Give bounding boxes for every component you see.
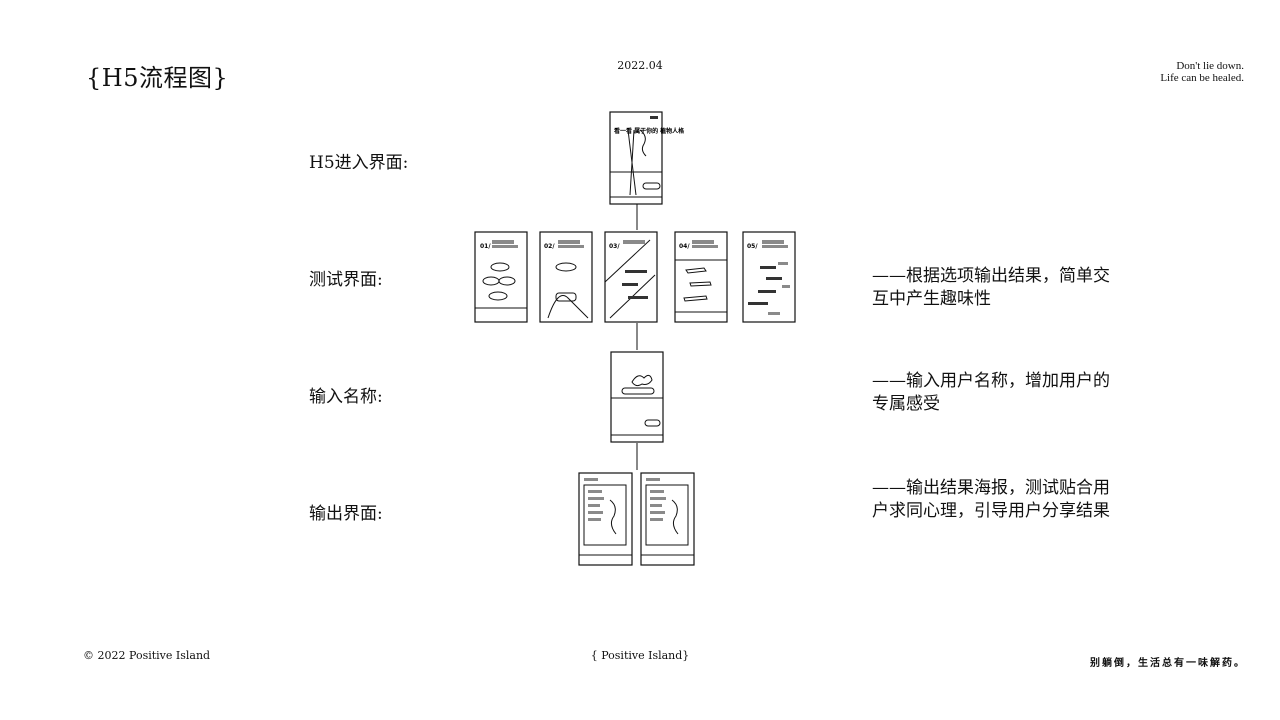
screen-output-1: [578, 472, 633, 566]
stage-label-test: 测试界面:: [309, 270, 383, 290]
screen-entry: 看一看 属于你的 植物人格: [609, 111, 685, 205]
screen-name-input: [610, 351, 664, 443]
motto: Don't lie down. Life can be healed.: [1160, 60, 1244, 84]
footer-copyright: © 2022 Positive Island: [83, 649, 211, 662]
stage-note-name-input: ——输入用户名称，增加用户的专属感受: [872, 371, 1110, 414]
motto-line-1: Don't lie down.: [1176, 60, 1244, 72]
screen-test-4: 04/: [674, 231, 728, 323]
screen-test-1: 01/: [474, 231, 528, 323]
svg-text:05/: 05/: [747, 243, 758, 250]
entry-screen-title: 看一看 属于你的 植物人格: [614, 127, 685, 135]
svg-text:02/: 02/: [544, 243, 555, 250]
screen-test-3: 03/: [604, 231, 658, 323]
date-label: 2022.04: [617, 59, 663, 72]
svg-text:01/: 01/: [480, 243, 491, 250]
stage-label-name-input: 输入名称:: [309, 387, 383, 407]
svg-text:04/: 04/: [679, 243, 690, 250]
svg-text:03/: 03/: [609, 243, 620, 250]
motto-line-2: Life can be healed.: [1160, 72, 1244, 84]
screen-test-2: 02/: [539, 231, 593, 323]
footer-slogan: 别躺倒，生活总有一味解药。: [1090, 658, 1246, 669]
footer-brand: { Positive Island}: [590, 649, 690, 662]
stage-note-output: ——输出结果海报，测试贴合用户求同心理，引导用户分享结果: [872, 478, 1110, 521]
stage-label-entry: H5进入界面:: [309, 153, 409, 173]
stage-note-test: ——根据选项输出结果，简单交互中产生趣味性: [872, 266, 1110, 309]
stage-label-output: 输出界面:: [309, 504, 383, 524]
screen-output-2: [640, 472, 695, 566]
screen-test-5: 05/: [742, 231, 796, 323]
page-title: {H5流程图}: [86, 64, 229, 92]
